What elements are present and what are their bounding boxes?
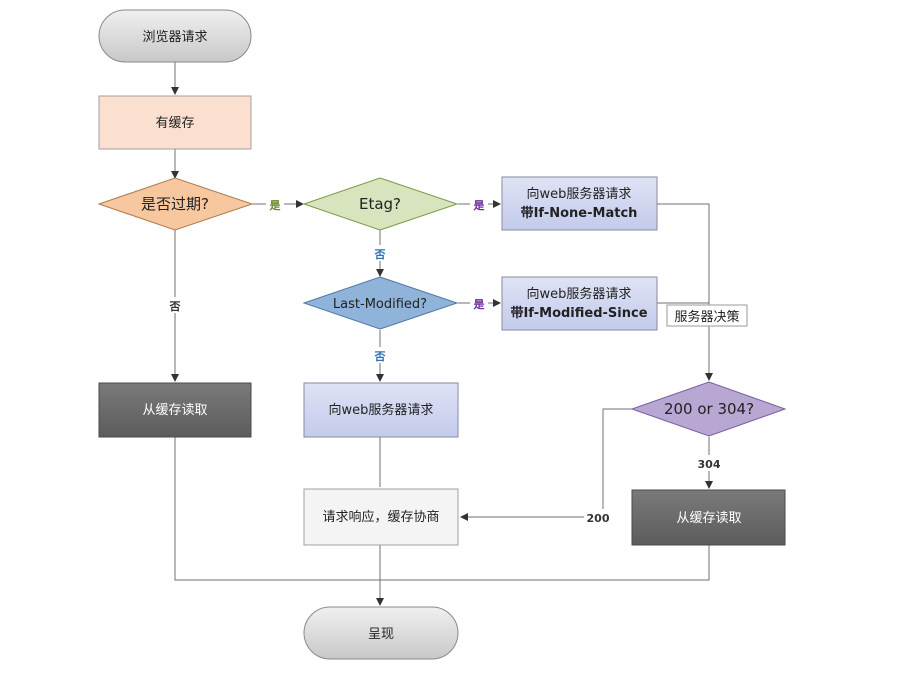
node-read-cache-left-label: 从缓存读取 bbox=[142, 403, 207, 418]
node-etag-label: Etag? bbox=[359, 195, 401, 213]
node-start: 浏览器请求 bbox=[98, 9, 252, 63]
node-expired: 是否过期? bbox=[97, 177, 254, 231]
label-200: 200 bbox=[587, 512, 610, 525]
node-start-label: 浏览器请求 bbox=[142, 29, 207, 45]
label-etag-yes: 是 bbox=[473, 199, 486, 212]
node-status-check-label: 200 or 304? bbox=[664, 400, 754, 418]
node-if-modified-since-line2: 带If-Modified-Since bbox=[510, 305, 647, 321]
node-if-none-match: 向web服务器请求 带If-None-Match bbox=[501, 176, 658, 231]
node-response-label: 请求响应，缓存协商 bbox=[322, 509, 439, 525]
node-etag: Etag? bbox=[302, 177, 459, 231]
label-expired-no: 否 bbox=[169, 300, 181, 313]
node-end: 呈现 bbox=[303, 606, 459, 660]
node-read-cache-right: 从缓存读取 bbox=[631, 489, 786, 546]
node-read-cache-right-label: 从缓存读取 bbox=[676, 511, 741, 526]
node-if-none-match-line1: 向web服务器请求 bbox=[527, 186, 632, 202]
edge-labels: 是 否 是 否 是 否 服务器决策 304 200 bbox=[166, 196, 748, 525]
node-response: 请求响应，缓存协商 bbox=[303, 488, 459, 546]
node-if-modified-since-line1: 向web服务器请求 bbox=[527, 286, 632, 302]
label-server-decision: 服务器决策 bbox=[674, 309, 739, 325]
node-last-modified-label: Last-Modified? bbox=[333, 297, 427, 312]
node-if-none-match-line2: 带If-None-Match bbox=[521, 205, 638, 221]
edge-left-read-to-end bbox=[174, 437, 380, 581]
node-expired-label: 是否过期? bbox=[141, 195, 209, 213]
node-last-modified: Last-Modified? bbox=[302, 276, 459, 330]
label-etag-no: 否 bbox=[374, 248, 386, 261]
label-lm-yes: 是 bbox=[473, 298, 486, 311]
node-request-server-label: 向web服务器请求 bbox=[329, 402, 434, 418]
node-has-cache-label: 有缓存 bbox=[155, 116, 194, 131]
edge-none-match-to-status bbox=[657, 203, 713, 381]
label-lm-no: 否 bbox=[374, 350, 386, 363]
label-expired-yes: 是 bbox=[269, 199, 282, 212]
node-request-server: 向web服务器请求 bbox=[303, 382, 459, 438]
node-if-modified-since: 向web服务器请求 带If-Modified-Since bbox=[501, 276, 658, 331]
edge-status-200 bbox=[460, 408, 632, 521]
node-end-label: 呈现 bbox=[368, 627, 394, 642]
node-read-cache-left: 从缓存读取 bbox=[98, 382, 252, 438]
node-has-cache: 有缓存 bbox=[98, 95, 252, 150]
node-status-check: 200 or 304? bbox=[630, 381, 787, 437]
edge-right-read-to-end bbox=[380, 545, 710, 581]
label-304: 304 bbox=[698, 458, 721, 471]
connectors bbox=[171, 62, 713, 606]
